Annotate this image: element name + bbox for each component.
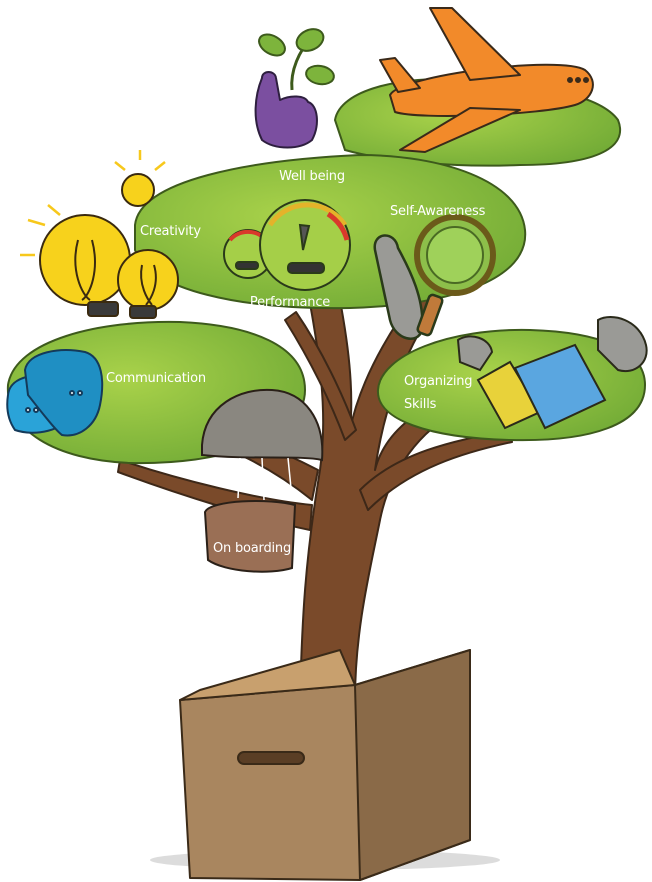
label-well-being: Well being [279, 169, 345, 184]
folders-icon [456, 316, 648, 430]
lightbulb-icon [20, 150, 179, 319]
label-performance: Performance [250, 295, 330, 310]
sprout-hand-icon [254, 28, 335, 149]
gauge-icon [223, 199, 351, 291]
label-skills: Skills [404, 397, 437, 412]
label-on-boarding: On boarding [213, 541, 291, 556]
tree-trunk [117, 249, 513, 701]
parachute-crate-icon [201, 388, 324, 573]
magnifier-icon [373, 214, 496, 340]
label-creativity: Creativity [140, 224, 201, 239]
airplane-icon [379, 7, 594, 153]
chat-bubbles-icon [6, 349, 104, 437]
label-organizing: Organizing [404, 374, 472, 389]
label-communication: Communication [106, 371, 206, 386]
cardboard-box-icon [179, 649, 471, 881]
label-self-awareness: Self-Awareness [390, 204, 486, 219]
